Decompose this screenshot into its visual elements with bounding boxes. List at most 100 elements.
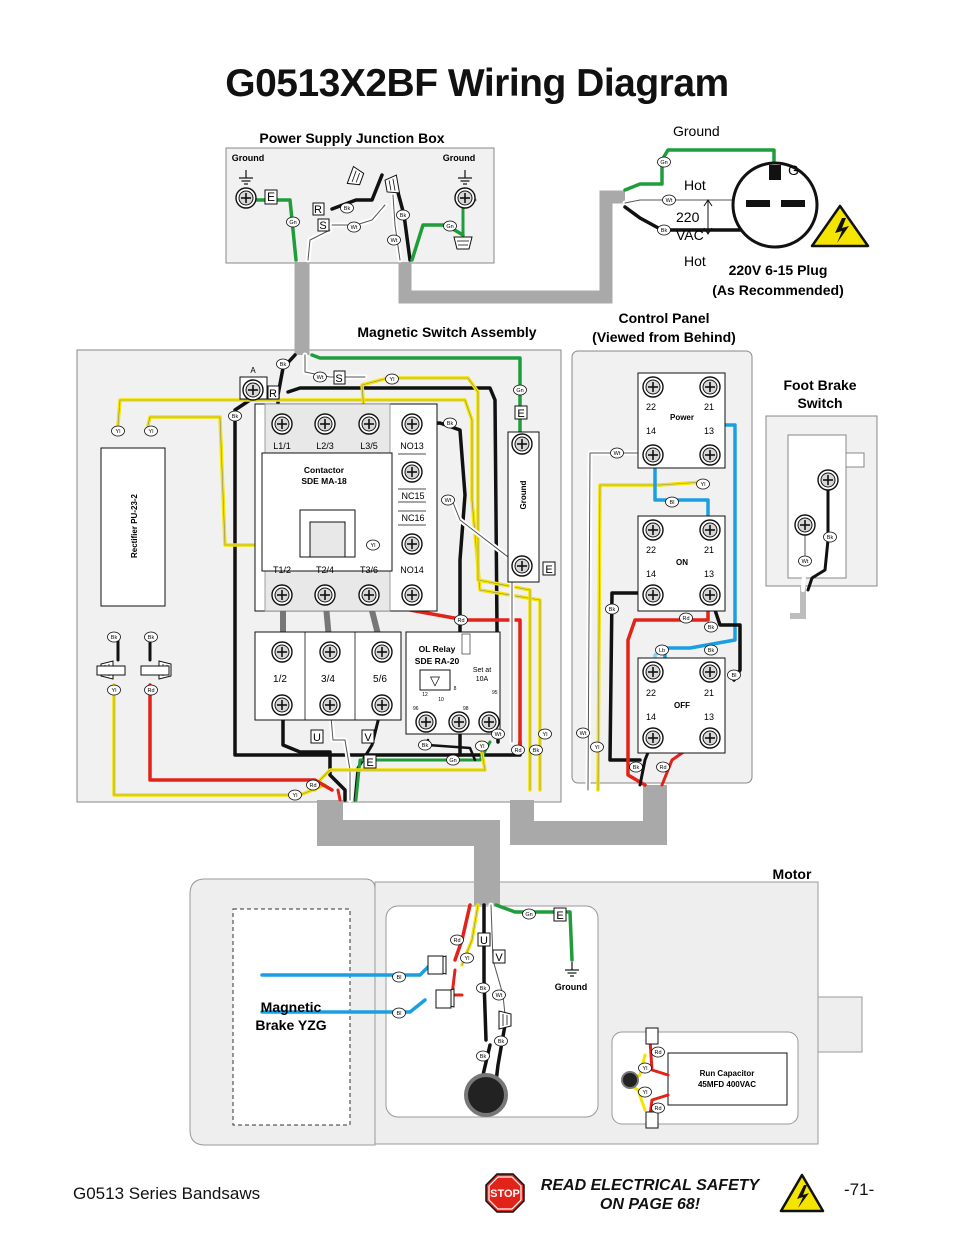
warning-icon xyxy=(810,204,870,248)
ms-e3: E xyxy=(366,757,373,769)
relay-dial-icon[interactable]: ▽ xyxy=(430,673,440,688)
motor-e: E xyxy=(556,910,563,922)
plug-g: G xyxy=(788,162,799,178)
wire-tag-wt-label: Wt xyxy=(445,498,452,504)
brake-label-1: Magnetic xyxy=(261,999,322,1015)
wire-tag-rd-label: Rd xyxy=(659,765,666,771)
wire-tag-wt-label: Wt xyxy=(495,732,502,738)
relay-model: SDE RA-20 xyxy=(415,656,460,666)
footer-warning-icon xyxy=(779,1172,825,1219)
wire-tag-rd xyxy=(450,934,464,946)
wire-tag-bk xyxy=(605,603,619,615)
wire-tag-bk-label: Bk xyxy=(344,206,351,212)
wire-tag-wt xyxy=(610,447,624,459)
wire-tag-rd-label: Rd xyxy=(654,1050,661,1056)
footer-model: G0513 Series Bandsaws xyxy=(73,1184,261,1203)
off-label: OFF xyxy=(674,701,690,710)
wire-tag-rd xyxy=(144,684,158,696)
jb-ground-right: Ground xyxy=(443,153,476,163)
ms-v: V xyxy=(364,732,372,744)
wire-tag-gn xyxy=(513,384,527,396)
wire-tag-wt xyxy=(662,194,676,206)
wire-tag-bk xyxy=(144,631,158,643)
wire-tag-rd-label: Rd xyxy=(654,1106,661,1112)
wire-tag-wt xyxy=(313,371,327,383)
wire-tag-yl xyxy=(475,740,489,752)
plug-hot-top: Hot xyxy=(684,177,706,193)
wire-tag-yl xyxy=(590,741,604,753)
jb-term-e: E xyxy=(267,190,275,204)
wire-tag-yl xyxy=(288,789,302,801)
ground-strip-label: Ground xyxy=(519,480,528,509)
off-21: 21 xyxy=(704,688,714,698)
brake-label-2: Brake YZG xyxy=(255,1017,326,1033)
conduits xyxy=(294,190,806,905)
ms-a: A xyxy=(250,366,256,375)
switch-power[interactable] xyxy=(637,372,726,469)
wire-tag-bl-label: Bl xyxy=(397,975,402,981)
on-22: 22 xyxy=(646,545,656,555)
wire-tag-bl xyxy=(665,496,679,508)
wire-tag-gn xyxy=(443,220,457,232)
relay-set-label: Set at xyxy=(473,667,491,674)
wire-tag-rd xyxy=(454,614,468,626)
wire-tag-gn xyxy=(657,156,671,168)
motor-title: Motor xyxy=(773,866,812,882)
motor-shaft xyxy=(817,996,863,1053)
wire-tag-wt-label: Wt xyxy=(666,198,673,204)
rectifier xyxy=(100,447,166,607)
plug-vac: VAC xyxy=(676,227,704,243)
magnetic-switch-title: Magnetic Switch Assembly xyxy=(357,324,536,340)
wire-tag-gn xyxy=(446,754,460,766)
ms-u: U xyxy=(313,732,321,744)
plug-title-1: 220V 6-15 Plug xyxy=(729,262,828,278)
contactor-term-t2: T2/4 xyxy=(316,565,334,575)
wire-tag-bk xyxy=(418,739,432,751)
page-number: -71- xyxy=(844,1180,875,1199)
wire-tag-yl-label: Yl xyxy=(465,956,470,962)
wire-tag-rd-label: Rd xyxy=(514,748,521,754)
contactor-term-l2: L2/3 xyxy=(316,441,334,451)
plug-title-2: (As Recommended) xyxy=(712,282,843,298)
ms-e2: E xyxy=(545,564,552,576)
relay-small-96: 96 xyxy=(413,706,419,712)
jb-ground-left: Ground xyxy=(232,153,265,163)
wire-tag-gn-label: Gn xyxy=(525,912,532,918)
off-13: 13 xyxy=(704,712,714,722)
control-panel-title-1: Control Panel xyxy=(618,310,709,326)
wire-tag-bk xyxy=(704,621,718,633)
wire-tag-wt xyxy=(441,494,455,506)
power-label: Power xyxy=(670,413,694,422)
wire-tag-bk xyxy=(494,1035,508,1047)
wire-tag-yl-label: Yl xyxy=(116,429,121,435)
off-14: 14 xyxy=(646,712,656,722)
motor-u: U xyxy=(480,935,488,947)
foot-brake-title-1: Foot Brake xyxy=(783,377,856,393)
wire-tag-bk xyxy=(340,202,354,214)
wire-tag-bk-label: Bk xyxy=(827,535,834,541)
wire-tag-bk-label: Bk xyxy=(422,743,429,749)
wire-tag-wt xyxy=(491,728,505,740)
wire-tag-yl xyxy=(107,684,121,696)
rectifier-label: Rectifier PU-23-2 xyxy=(130,493,139,558)
wire-tag-wt xyxy=(576,727,590,739)
wire-tag-bk-label: Bk xyxy=(111,635,118,641)
relay-small-95: 95 xyxy=(492,690,498,696)
switch-off[interactable] xyxy=(637,657,726,754)
switch-on[interactable] xyxy=(637,515,726,612)
plug-ground-label: Ground xyxy=(673,123,720,139)
relay-title: OL Relay xyxy=(419,644,456,654)
contactor-term-nc15: NC15 xyxy=(401,491,424,501)
wire-tag-lb-label: Lb xyxy=(659,648,665,654)
wire-tag-bl xyxy=(727,669,741,681)
ms-r: R xyxy=(269,388,277,400)
wire-tag-bk-label: Bk xyxy=(232,414,239,420)
relay-amps: 10A xyxy=(476,676,489,683)
capacitor-rating: 45MFD 400VAC xyxy=(698,1080,756,1089)
wire-tag-bk-label: Bk xyxy=(633,765,640,771)
wire-tag-bk-label: Bk xyxy=(447,421,454,427)
control-panel-title-2: (Viewed from Behind) xyxy=(592,329,736,345)
wire-tag-bk-label: Bk xyxy=(400,213,407,219)
wire-tag-rd xyxy=(511,744,525,756)
